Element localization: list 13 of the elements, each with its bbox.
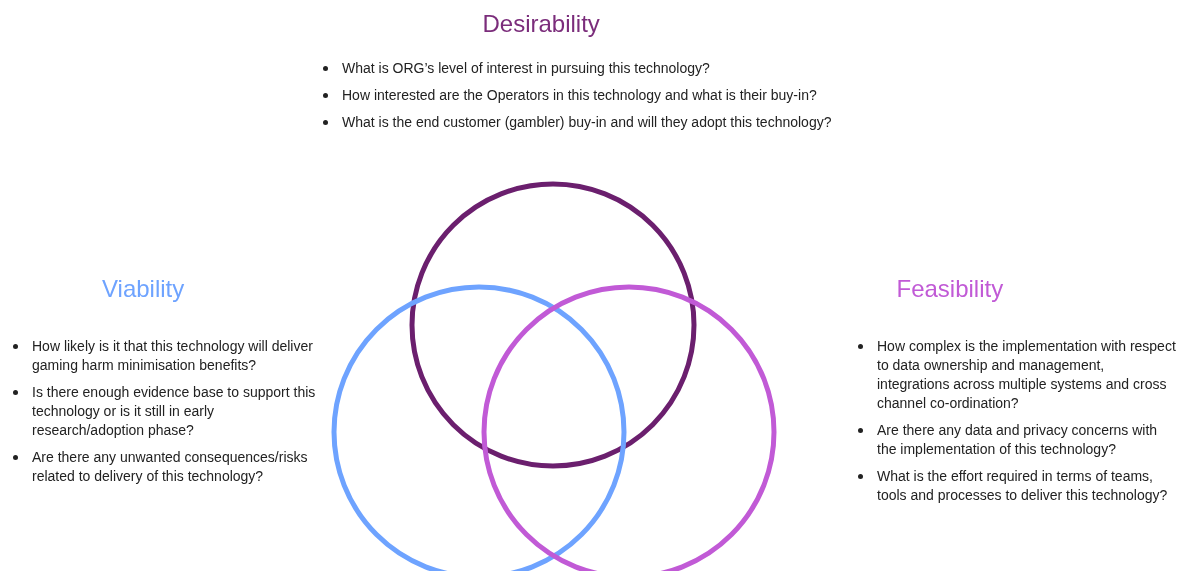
section-heading: Viability: [102, 275, 185, 303]
question-text: Are there any unwanted consequences/risks related to delivery of this technology?: [32, 449, 308, 484]
question-text: How complex is the implementation with respect to data ownership and management, integrations across multiple systems and cross channel co-ordination?: [877, 338, 1176, 411]
question-text: How likely is it that this technology will deliver gaming harm minimisation benefits?: [32, 338, 313, 373]
question-text: Is there enough evidence base to support this technology or is it still in early research/adoption phase?: [32, 384, 316, 438]
question-text: How interested are the Operators in this technology and what is their buy-in?: [342, 87, 817, 103]
question-text: Are there any data and privacy concerns with the implementation of this technology?: [877, 422, 1158, 457]
question-text: What is the effort required in terms of teams, tools and processes to deliver this technology?: [877, 468, 1168, 503]
question-text: What is ORG’s level of interest in pursuing this technology?: [342, 60, 710, 76]
section-heading: Desirability: [482, 10, 600, 38]
question-text: What is the end customer (gambler) buy-in and will they adopt this technology?: [342, 114, 832, 130]
venn-circle: [409, 181, 697, 469]
section-heading: Feasibility: [896, 275, 1004, 303]
